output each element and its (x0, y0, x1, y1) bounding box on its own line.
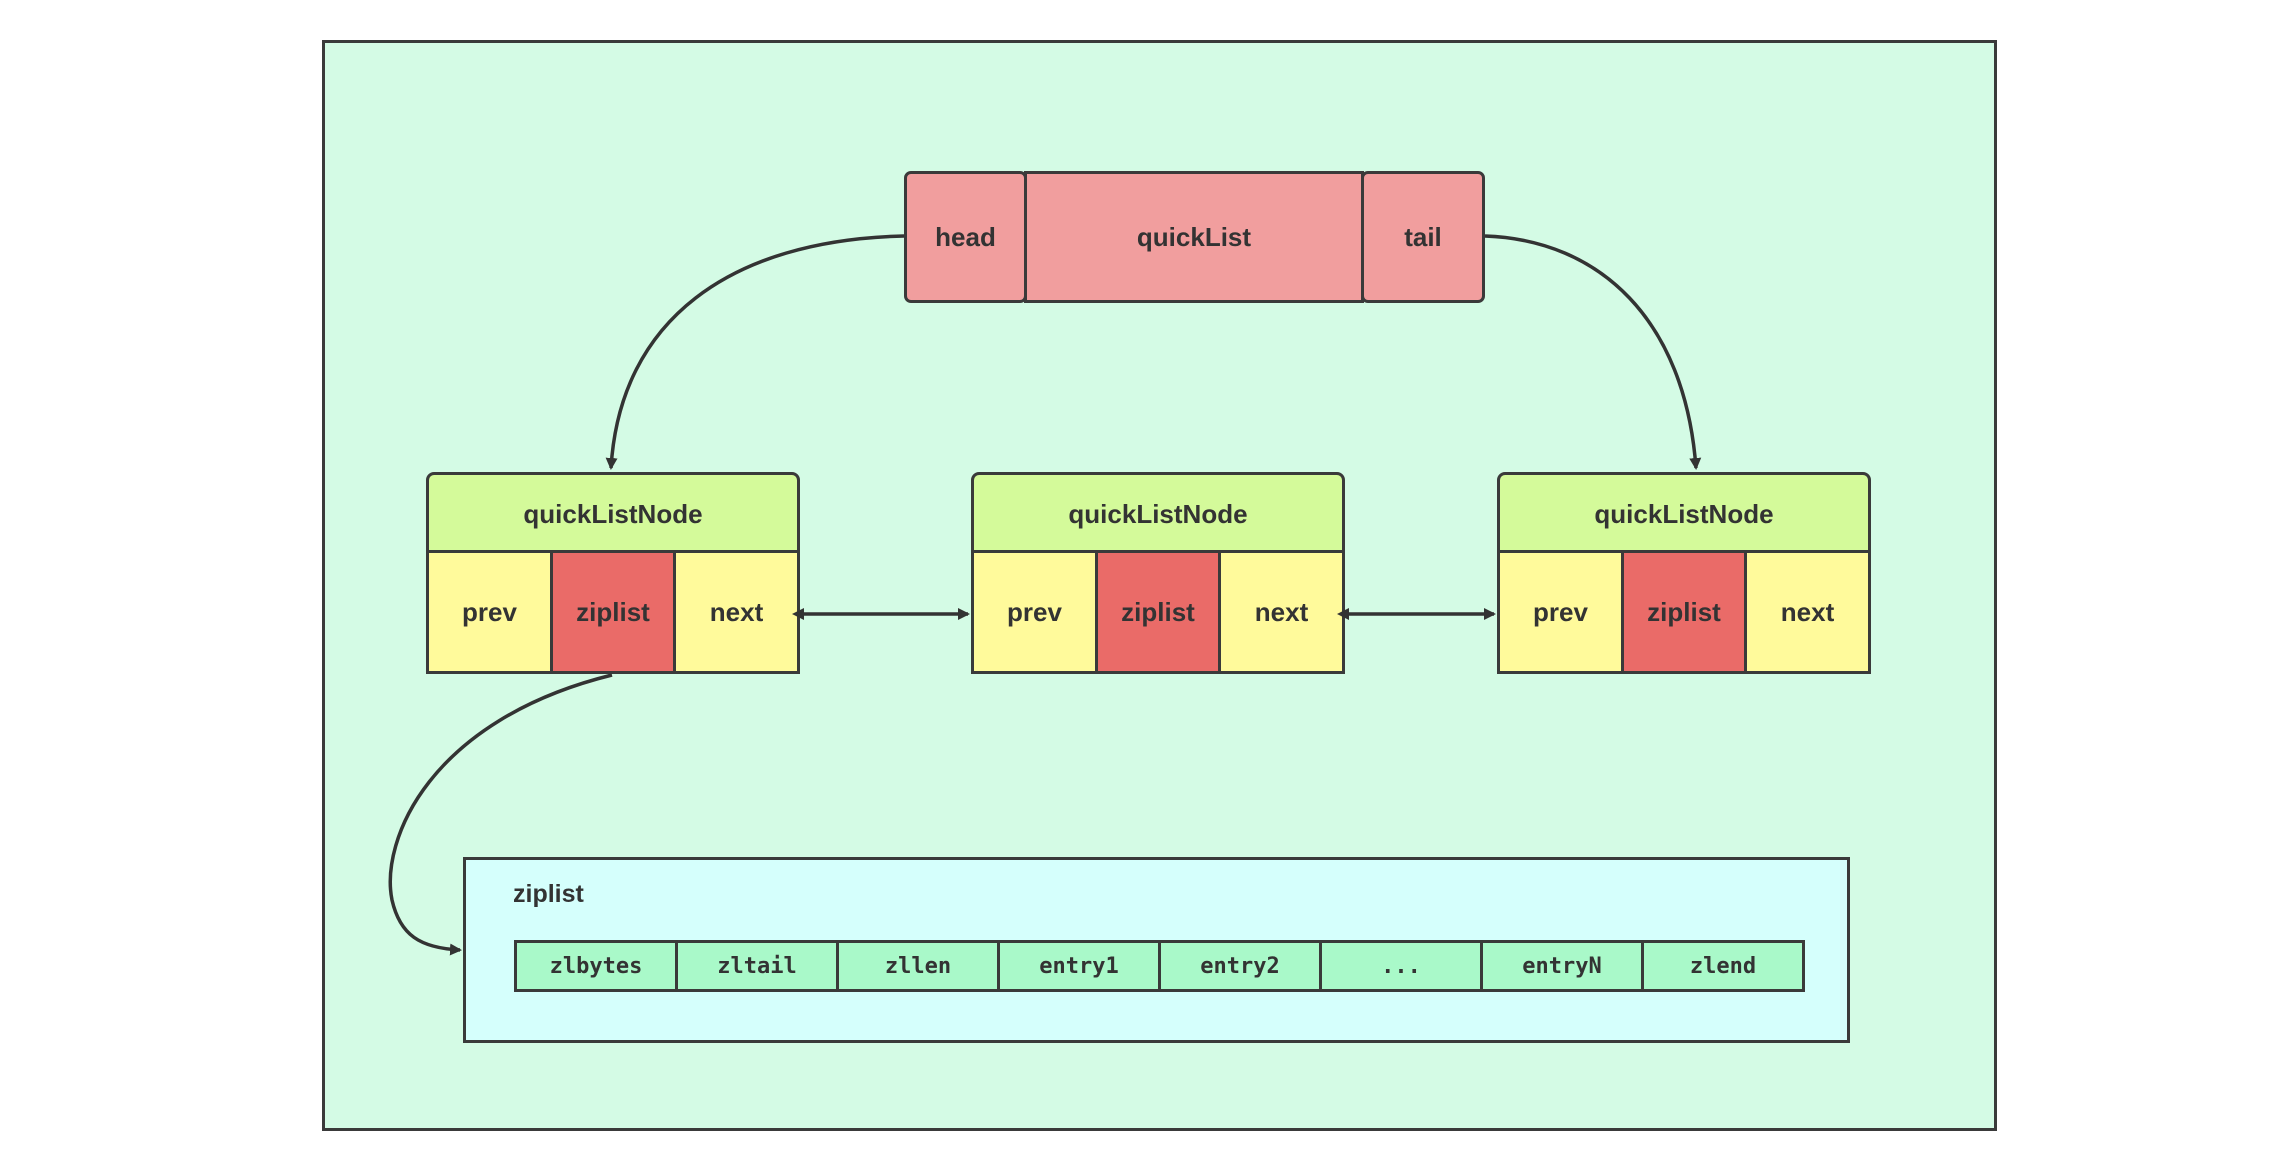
ziplist-cell-zlbytes: zlbytes (514, 940, 678, 992)
quicklist-head: head (904, 171, 1027, 303)
node-2-prev: prev (971, 550, 1098, 674)
quicklist-title: quickList (1024, 171, 1364, 303)
node-1-prev: prev (426, 550, 553, 674)
tail-to-last-node-arrow (1484, 234, 1702, 470)
ziplist-cell-zllen: zllen (836, 940, 1000, 992)
node-2-next: next (1218, 550, 1345, 674)
head-to-first-node-arrow (605, 234, 905, 470)
node-2-ziplist: ziplist (1095, 550, 1221, 674)
ziplist-pointer-arrow (388, 673, 613, 956)
ziplist-title: ziplist (513, 880, 584, 908)
ziplist-cell-zlend: zlend (1641, 940, 1805, 992)
ziplist-cell-ellipsis: ... (1319, 940, 1483, 992)
node-1-ziplist: ziplist (550, 550, 676, 674)
node-3-prev: prev (1497, 550, 1624, 674)
quicklist-tail: tail (1361, 171, 1485, 303)
node-3-next: next (1744, 550, 1871, 674)
node-1-next: next (673, 550, 800, 674)
